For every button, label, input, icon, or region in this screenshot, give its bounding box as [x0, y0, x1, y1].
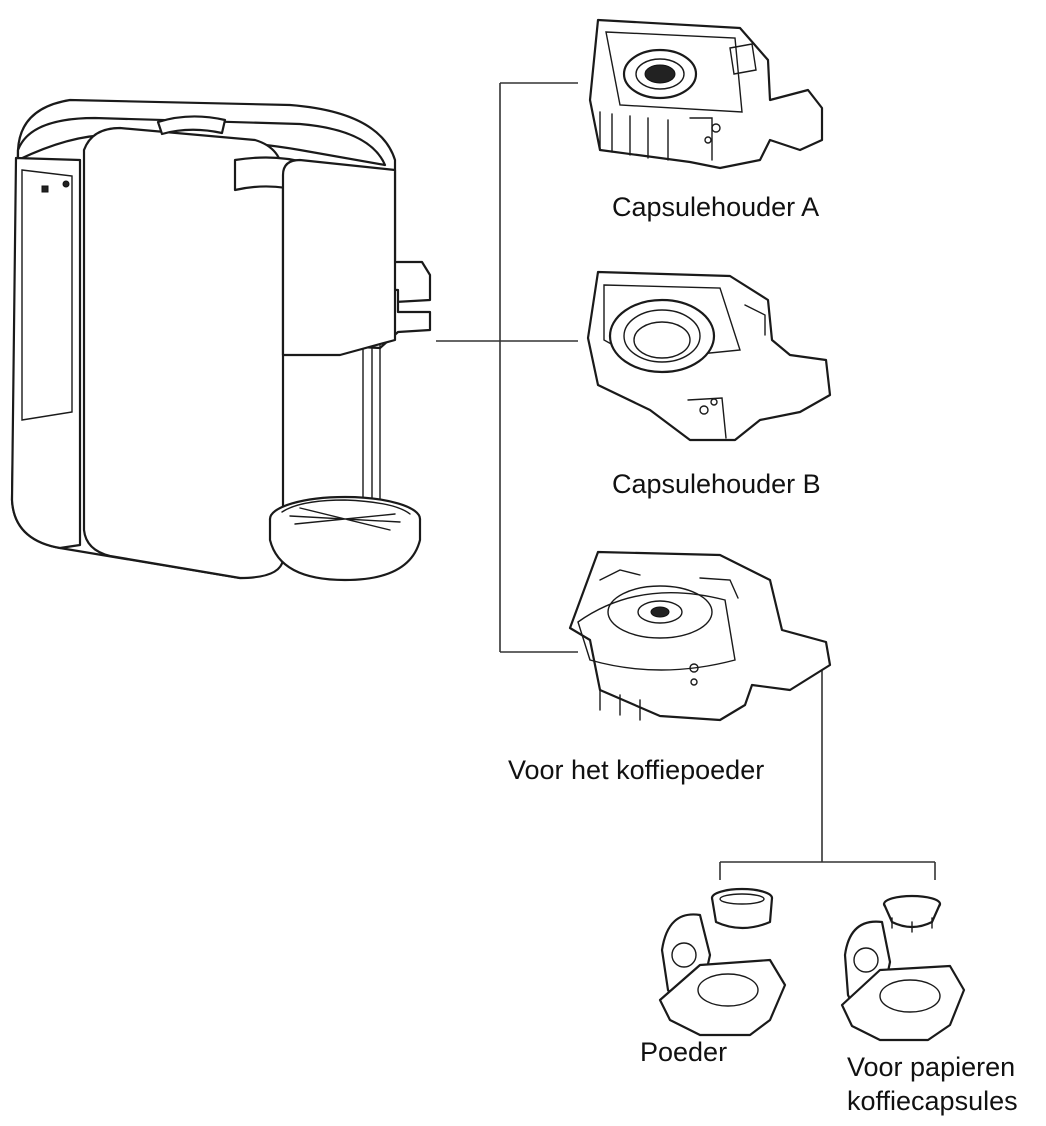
connector-lines [436, 82, 936, 880]
label-capsule-holder-a: Capsulehouder A [612, 192, 820, 222]
label-capsule-holder-b: Capsulehouder B [612, 469, 821, 499]
capsule-holder-a-illustration [588, 18, 824, 170]
powder-insert-illustration [658, 887, 787, 1037]
paper-capsule-insert-illustration [840, 894, 966, 1042]
label-paper-capsules-line1: Voor papieren [847, 1052, 1016, 1082]
coffee-machine-illustration [10, 98, 432, 582]
label-powder-holder: Voor het koffiepoeder [508, 755, 765, 785]
label-paper-capsules-line2: koffiecapsules [847, 1086, 1018, 1116]
powder-holder-illustration [568, 550, 832, 722]
capsule-holder-b-illustration [586, 270, 832, 442]
label-paper-capsules: Voor papieren koffiecapsules [847, 1050, 1018, 1118]
label-powder: Poeder [640, 1037, 728, 1067]
